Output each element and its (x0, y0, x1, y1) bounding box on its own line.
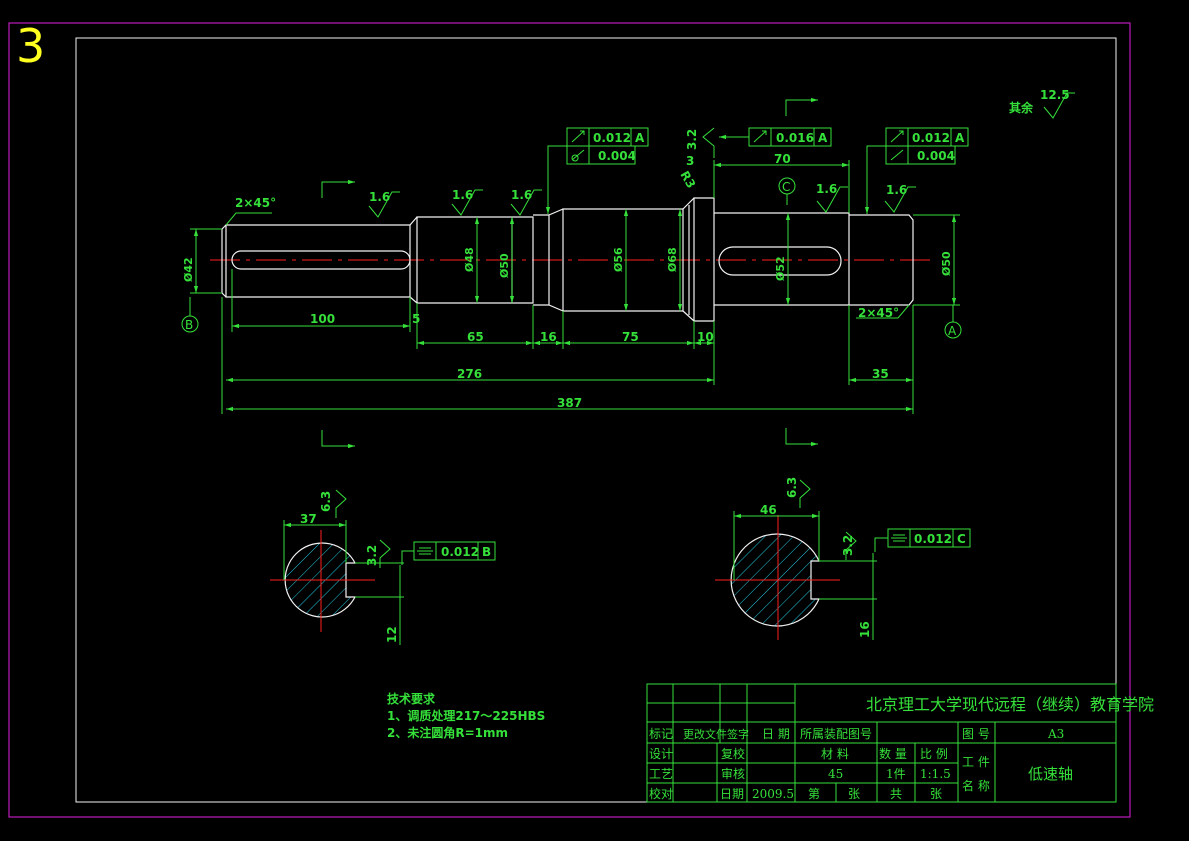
svg-text:其余: 其余 (1009, 100, 1034, 115)
svg-text:12: 12 (385, 626, 399, 643)
section-markers (321, 97, 818, 449)
shaft-outline (210, 197, 930, 322)
svg-text:5: 5 (412, 312, 420, 326)
svg-text:数 量: 数 量 (879, 746, 907, 761)
svg-text:共: 共 (890, 787, 902, 801)
svg-text:75: 75 (622, 330, 639, 344)
svg-text:北京理工大学现代远程（继续）教育学院: 北京理工大学现代远程（继续）教育学院 (866, 695, 1154, 714)
datum-symbols: B A C (181, 177, 962, 339)
svg-text:Ø50: Ø50 (940, 251, 953, 276)
svg-text:工 件: 工 件 (962, 755, 990, 769)
technical-requirements: 技术要求 1、调质处理217～225HBS 2、未注圆角R=1mm (387, 691, 545, 740)
section-b (270, 520, 404, 645)
svg-text:1.6: 1.6 (452, 188, 473, 202)
shaft-dimensions (190, 160, 960, 414)
svg-text:日 期: 日 期 (762, 727, 790, 741)
svg-text:6.3: 6.3 (319, 491, 333, 512)
svg-text:张: 张 (930, 787, 942, 801)
svg-text:3: 3 (686, 154, 694, 168)
svg-text:工艺: 工艺 (649, 767, 673, 781)
svg-text:比 例: 比 例 (920, 747, 948, 761)
svg-text:标记: 标记 (649, 727, 673, 741)
svg-text:70: 70 (774, 152, 791, 166)
svg-text:R3: R3 (677, 169, 698, 191)
svg-text:0.016: 0.016 (776, 131, 814, 145)
svg-text:1.6: 1.6 (886, 183, 907, 197)
svg-text:65: 65 (467, 330, 484, 344)
svg-text:2009.5: 2009.5 (752, 787, 794, 801)
svg-text:技术要求: 技术要求 (387, 691, 436, 706)
svg-text:C: C (782, 180, 790, 194)
svg-text:Ø50: Ø50 (498, 253, 511, 278)
svg-text:1:1.5: 1:1.5 (920, 767, 951, 781)
svg-text:审核: 审核 (721, 766, 745, 781)
svg-text:更改文件签字: 更改文件签字 (683, 727, 749, 741)
svg-text:1.6: 1.6 (816, 182, 837, 196)
svg-text:A3: A3 (1047, 727, 1064, 741)
svg-text:16: 16 (540, 330, 557, 344)
svg-text:2×45°: 2×45° (858, 306, 899, 320)
svg-text:0.012: 0.012 (441, 545, 479, 559)
svg-text:1、调质处理217～225HBS: 1、调质处理217～225HBS (387, 708, 545, 723)
svg-text:第: 第 (808, 787, 820, 801)
svg-text:0.012: 0.012 (912, 131, 950, 145)
svg-text:张: 张 (848, 787, 860, 801)
svg-text:名 称: 名 称 (962, 778, 990, 793)
svg-text:设计: 设计 (649, 747, 673, 761)
svg-text:Ø42: Ø42 (182, 257, 195, 282)
svg-text:3.2: 3.2 (841, 535, 855, 556)
title-block: 北京理工大学现代远程（继续）教育学院 标记 更改文件签字 日 期 所属装配图号 … (646, 683, 1154, 803)
svg-text:276: 276 (457, 367, 482, 381)
svg-text:3.2: 3.2 (365, 545, 379, 566)
sheet-number: 3 (16, 19, 45, 73)
svg-text:B: B (482, 545, 491, 559)
svg-text:A: A (948, 324, 957, 338)
svg-text:A: A (818, 131, 828, 145)
svg-text:复校: 复校 (721, 746, 745, 761)
svg-text:Ø56: Ø56 (612, 247, 625, 272)
svg-text:Ø52: Ø52 (774, 256, 787, 281)
svg-text:B: B (185, 318, 193, 332)
svg-text:低速轴: 低速轴 (1028, 765, 1073, 783)
drawing-labels: 其余 12.5 1.6 1.6 1.6 1.6 1.6 3.2 6.3 3.2 … (182, 88, 1070, 643)
svg-text:37: 37 (300, 512, 317, 526)
svg-text:35: 35 (872, 367, 889, 381)
outer-frame (8, 22, 1131, 818)
svg-text:Ø48: Ø48 (463, 247, 476, 272)
svg-text:1.6: 1.6 (511, 188, 532, 202)
svg-text:Ø68: Ø68 (666, 247, 679, 272)
svg-text:46: 46 (760, 503, 777, 517)
svg-text:1件: 1件 (886, 767, 906, 781)
svg-text:45: 45 (828, 767, 843, 781)
svg-text:日期: 日期 (720, 787, 744, 801)
gdt-frames (401, 127, 971, 565)
svg-text:2、未注圆角R=1mm: 2、未注圆角R=1mm (387, 725, 508, 740)
svg-text:材 料: 材 料 (821, 747, 849, 761)
svg-text:2×45°: 2×45° (235, 196, 276, 210)
svg-text:0.012: 0.012 (914, 532, 952, 546)
svg-text:1.6: 1.6 (369, 190, 390, 204)
svg-text:0.012: 0.012 (593, 131, 631, 145)
svg-text:0.004: 0.004 (598, 149, 636, 163)
svg-text:16: 16 (858, 621, 872, 638)
svg-text:所属装配图号: 所属装配图号 (800, 727, 872, 741)
svg-text:3.2: 3.2 (685, 129, 699, 150)
svg-text:C: C (957, 532, 966, 546)
svg-text:图 号: 图 号 (962, 727, 990, 741)
svg-text:100: 100 (310, 312, 335, 326)
svg-text:A: A (955, 131, 965, 145)
svg-text:A: A (635, 131, 645, 145)
svg-text:10: 10 (697, 330, 714, 344)
svg-text:387: 387 (557, 396, 582, 410)
svg-text:0.004: 0.004 (917, 149, 955, 163)
drawing-border (75, 37, 1117, 803)
svg-text:12.5: 12.5 (1040, 88, 1070, 102)
svg-text:6.3: 6.3 (785, 477, 799, 498)
svg-text:校对: 校对 (649, 786, 673, 801)
section-c (715, 511, 877, 640)
